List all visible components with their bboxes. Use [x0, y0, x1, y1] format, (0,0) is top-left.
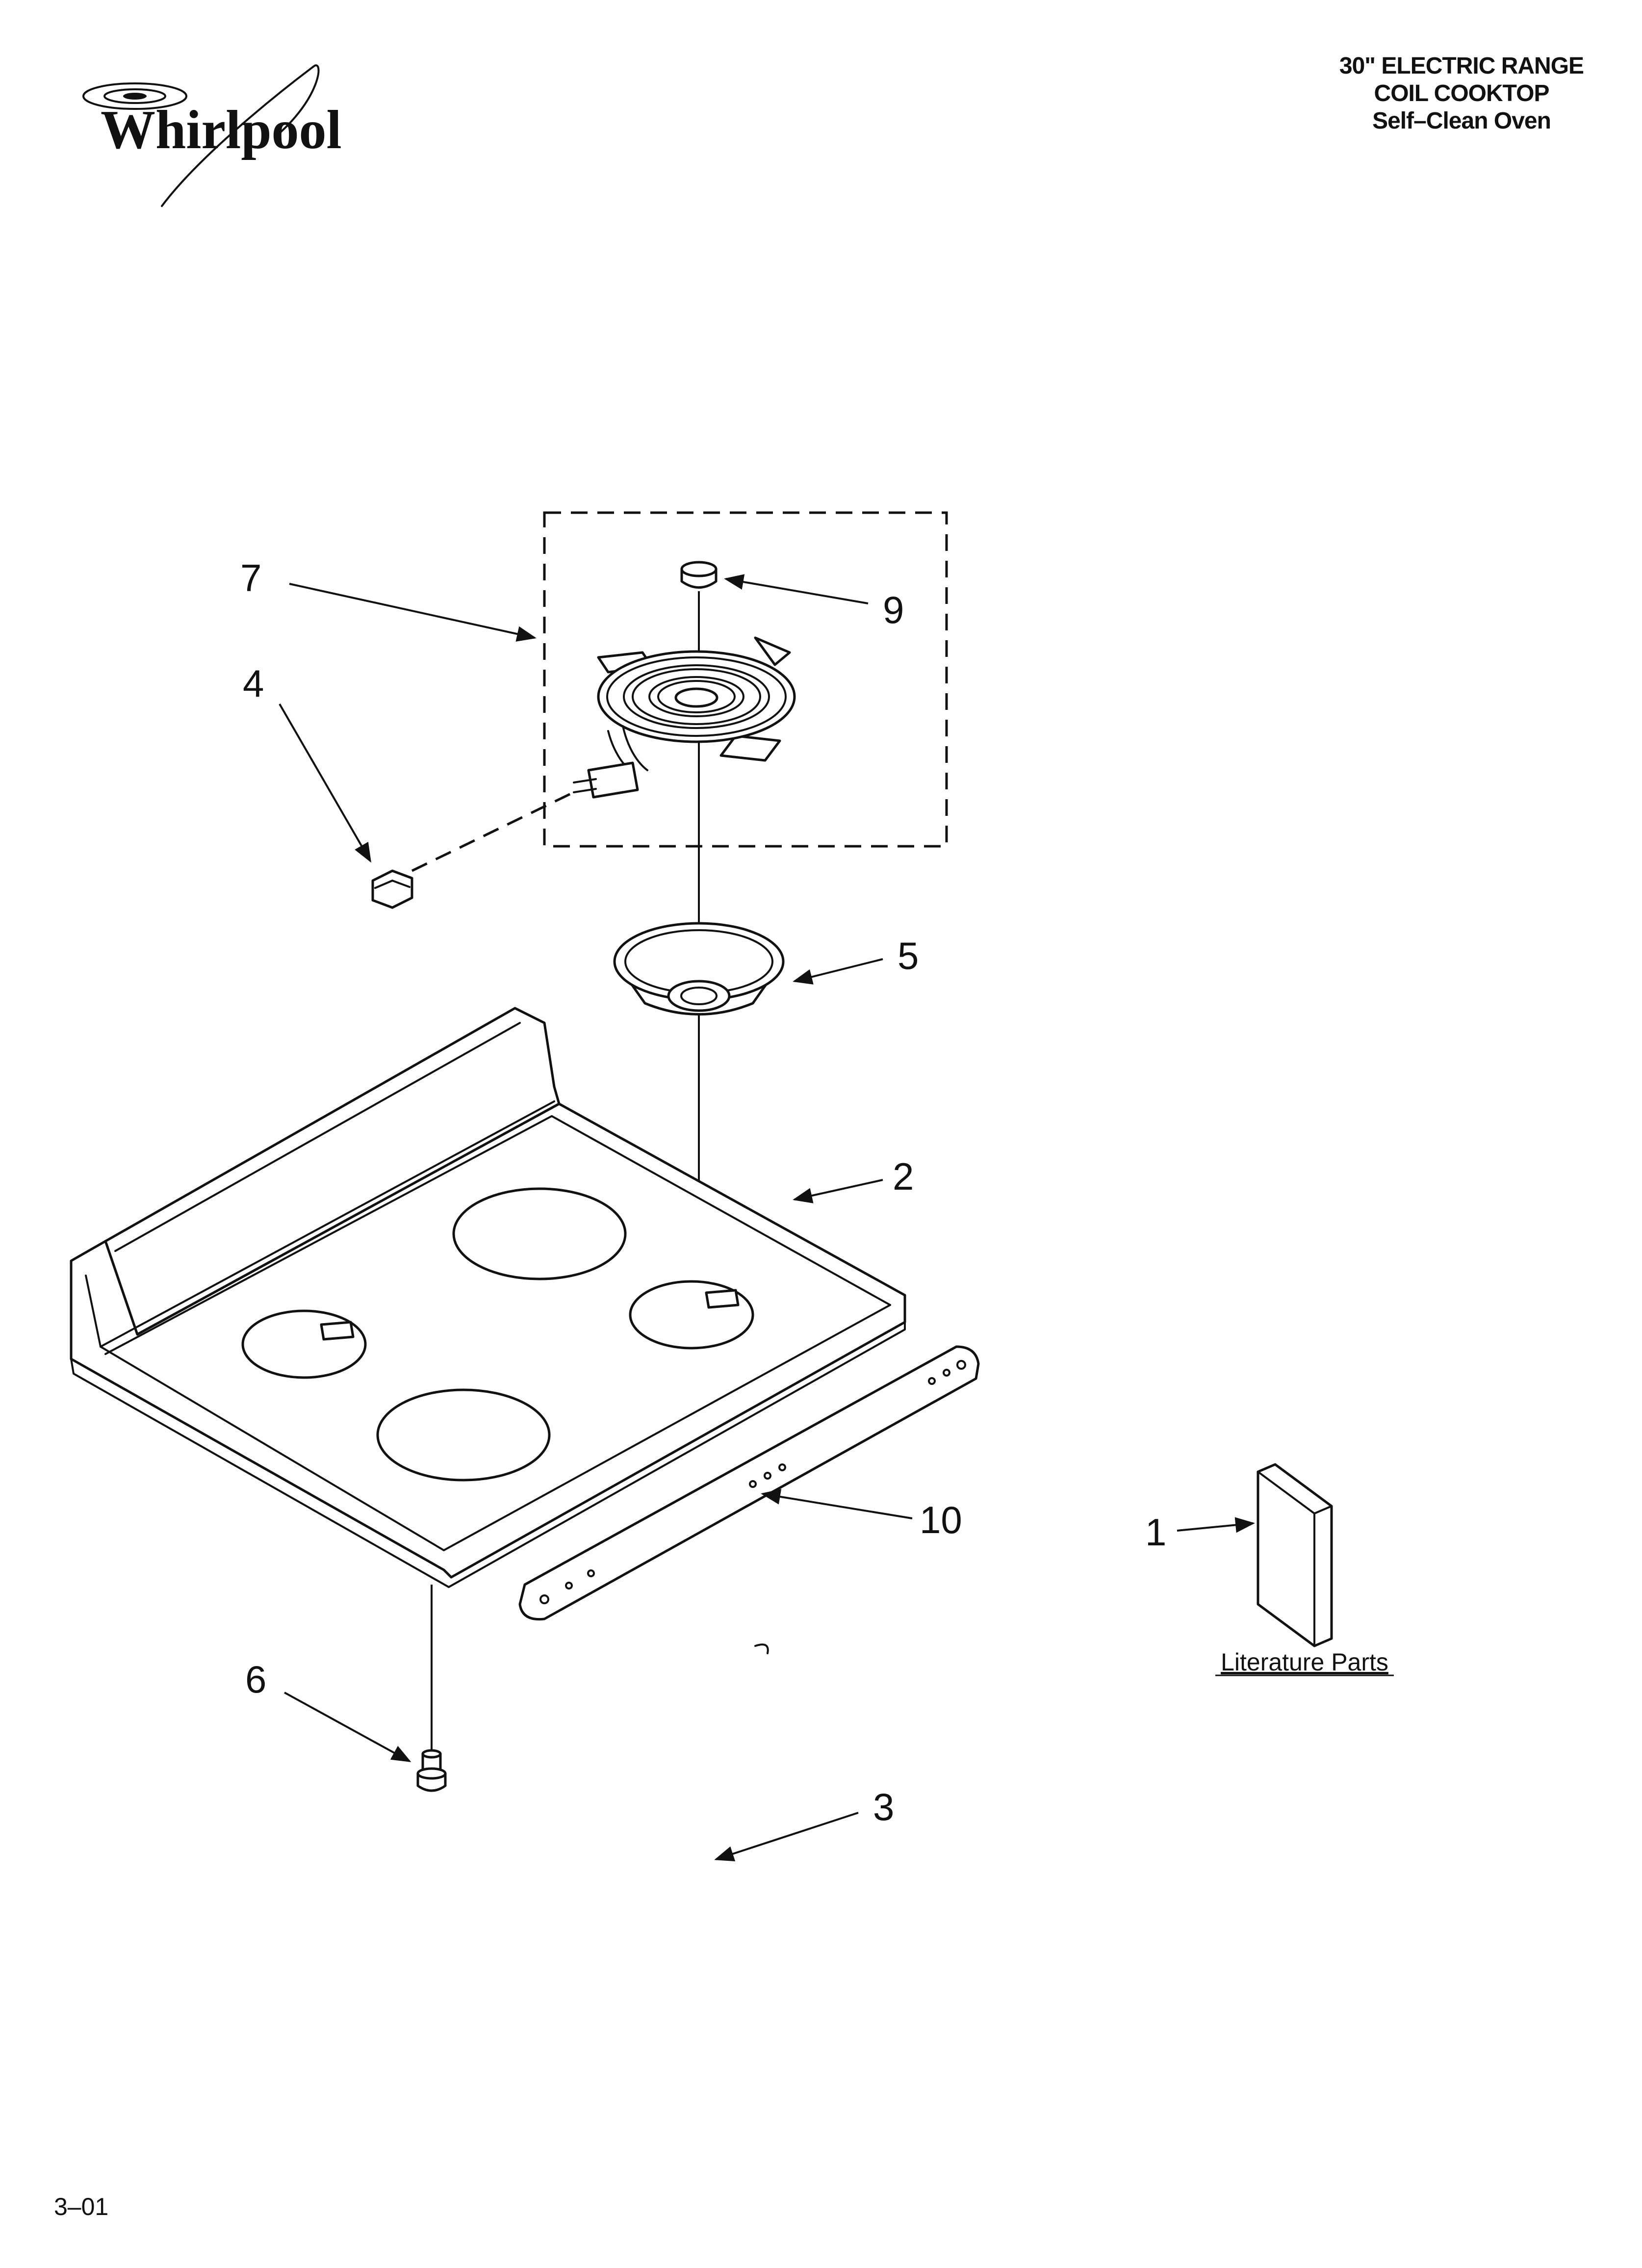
- literature-part-1: [1257, 1463, 1333, 1647]
- title-line-2: COIL COOKTOP: [1374, 80, 1549, 106]
- callout-9: 9: [883, 588, 904, 631]
- callout-5: 5: [898, 934, 919, 977]
- callout-3: 3: [873, 1785, 894, 1828]
- callout-6: 6: [245, 1658, 266, 1701]
- leader-9: [724, 574, 869, 604]
- brand-wordmark: Whirlpool: [101, 100, 342, 160]
- drip-bowl-part-5: [613, 922, 785, 1016]
- callout-4: 4: [243, 662, 264, 705]
- cooktop-part-2: [70, 1007, 906, 1588]
- title-line-3: Self–Clean Oven: [1372, 108, 1551, 134]
- burner-opening-front-large: [376, 1388, 551, 1482]
- footer-code: 3–01: [54, 2193, 108, 2220]
- screw-part-6: [416, 1585, 447, 1792]
- surface-element-part-7: [573, 636, 796, 799]
- leader-6: [284, 1692, 411, 1762]
- element-cap-part-9: [680, 561, 718, 589]
- callout-7: 7: [240, 556, 261, 600]
- whirlpool-logo: Whirlpool: [82, 64, 342, 207]
- callout-1: 1: [1145, 1511, 1166, 1554]
- leader-4: [279, 703, 372, 863]
- leader-5: [793, 958, 883, 985]
- leader-3: [714, 1812, 859, 1861]
- callout-2: 2: [893, 1155, 914, 1198]
- burner-opening-rear-large: [452, 1187, 627, 1280]
- leader-7: [289, 583, 537, 642]
- terminal-block-part-4: [371, 788, 580, 909]
- front-bracket-part-10: [518, 1345, 980, 1621]
- title-line-1: 30" ELECTRIC RANGE: [1339, 53, 1584, 79]
- callout-10: 10: [920, 1498, 962, 1541]
- burner-opening-left-small: [241, 1309, 367, 1379]
- literature-parts-label: Literature Parts: [1221, 1648, 1388, 1676]
- surface-element-group-box: [543, 511, 948, 848]
- leader-1: [1177, 1517, 1255, 1533]
- support-rod-part-3: [609, 1643, 769, 1891]
- leader-2: [793, 1179, 883, 1203]
- leader-10: [761, 1489, 913, 1519]
